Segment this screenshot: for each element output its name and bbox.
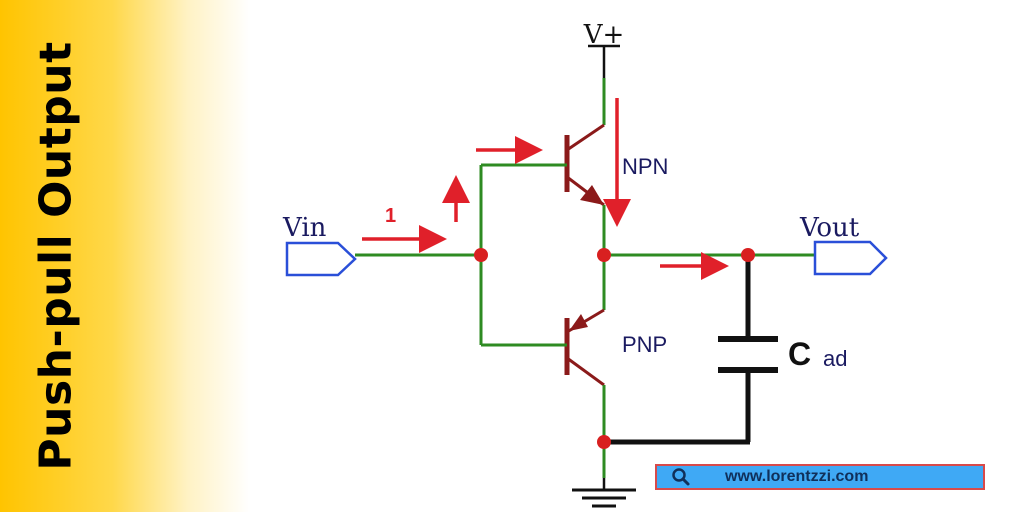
input-label: Vin — [282, 213, 327, 243]
website-banner[interactable]: www.lorentzzi.com — [655, 464, 985, 490]
npn-collector — [566, 123, 605, 152]
npn-emitter-arrow — [580, 185, 604, 205]
capacitor-label: C — [788, 336, 811, 372]
ground-symbol — [572, 478, 636, 508]
npn-transistor — [564, 123, 605, 207]
input-port — [285, 241, 357, 277]
website-url[interactable]: www.lorentzzi.com — [725, 468, 869, 485]
npn-label: NPN — [622, 154, 668, 179]
output-label: Vout — [799, 213, 860, 243]
node-input-junction — [474, 248, 488, 262]
pnp-collector — [566, 356, 605, 387]
capacitor-label-suffix: ad — [823, 346, 847, 371]
search-icon — [657, 466, 705, 488]
node-output-junction — [597, 248, 611, 262]
input-arrow-label: 1 — [385, 205, 396, 227]
node-capacitor-junction — [741, 248, 755, 262]
output-port — [813, 240, 888, 276]
side-banner — [0, 0, 250, 512]
pnp-label: PNP — [622, 332, 667, 357]
pnp-emitter-arrow — [569, 314, 588, 331]
pnp-transistor — [564, 308, 605, 387]
node-ground-junction — [597, 435, 611, 449]
